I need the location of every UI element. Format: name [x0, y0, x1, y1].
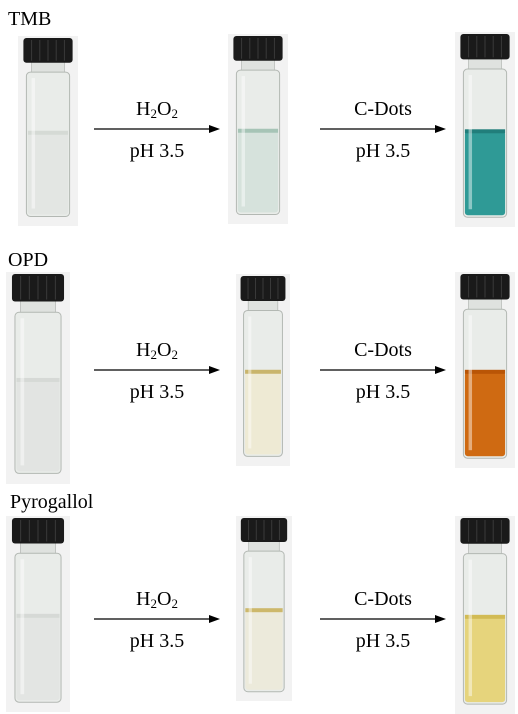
vial-liquid [16, 379, 60, 472]
row-label: TMB [8, 8, 52, 30]
reagent-label: C-Dots [354, 588, 412, 610]
vial-photo-cdots [455, 32, 515, 227]
liquid-meniscus [464, 129, 506, 134]
row-label: OPD [8, 249, 49, 271]
row-label: Pyrogallol [10, 491, 94, 513]
arrow-icon [320, 615, 446, 623]
arrow-icon [320, 366, 446, 374]
condition-label: pH 3.5 [355, 630, 411, 652]
vial-liquid [27, 132, 69, 215]
vial-photo-h2o2 [236, 516, 292, 701]
condition-label: pH 3.5 [129, 140, 185, 162]
glass-highlight [468, 315, 473, 451]
vial-liquid [464, 131, 506, 216]
vial-liquid [464, 371, 506, 457]
condition-label: pH 3.5 [355, 140, 411, 162]
liquid-meniscus [27, 130, 69, 135]
glass-highlight [20, 318, 25, 466]
glass-highlight [20, 559, 25, 695]
vial-liquid [237, 130, 279, 213]
reagent-label: H2O2 [136, 98, 178, 121]
arrow-icon [94, 615, 220, 623]
reagent-label: C-Dots [354, 98, 412, 120]
row-opd: OPD H2O2 pH 3.5 C-Dots pH 3.5 [0, 240, 518, 484]
arrow-icon [320, 125, 446, 133]
glass-highlight [241, 76, 246, 207]
arrow-icon [94, 366, 220, 374]
liquid-meniscus [245, 608, 283, 613]
liquid-meniscus [237, 128, 279, 133]
vial-photo-cdots [455, 272, 515, 468]
reagent-label: H2O2 [136, 339, 178, 362]
glass-highlight [248, 316, 252, 449]
liquid-meniscus [16, 377, 60, 382]
glass-highlight [248, 557, 252, 684]
glass-highlight [468, 75, 473, 210]
condition-label: pH 3.5 [129, 381, 185, 403]
vial-photo-h2o2 [228, 34, 288, 224]
vial-liquid [464, 616, 506, 703]
vial-photo-h2o2 [236, 274, 290, 466]
row-pyrogallol: Pyrogallol H2O2 pH 3.5 C-Dots pH 3.5 [0, 482, 518, 714]
liquid-meniscus [16, 613, 60, 618]
vial-photo-initial [6, 516, 70, 712]
vial-liquid [245, 610, 283, 690]
glass-highlight [468, 559, 473, 697]
vial-liquid [245, 371, 281, 455]
reagent-label: H2O2 [136, 588, 178, 611]
reagent-label: C-Dots [354, 339, 412, 361]
liquid-meniscus [464, 614, 506, 619]
vial-liquid [16, 615, 60, 701]
arrow-icon [94, 125, 220, 133]
row-tmb: TMB H2O2 pH 3.5 C-Dots pH 3.5 [0, 0, 518, 240]
condition-label: pH 3.5 [129, 630, 185, 652]
condition-label: pH 3.5 [355, 381, 411, 403]
liquid-meniscus [464, 369, 506, 374]
glass-highlight [31, 78, 36, 209]
vial-photo-cdots [455, 516, 515, 714]
vial-photo-initial [6, 272, 70, 484]
liquid-meniscus [245, 369, 281, 374]
vial-photo-initial [18, 36, 78, 226]
